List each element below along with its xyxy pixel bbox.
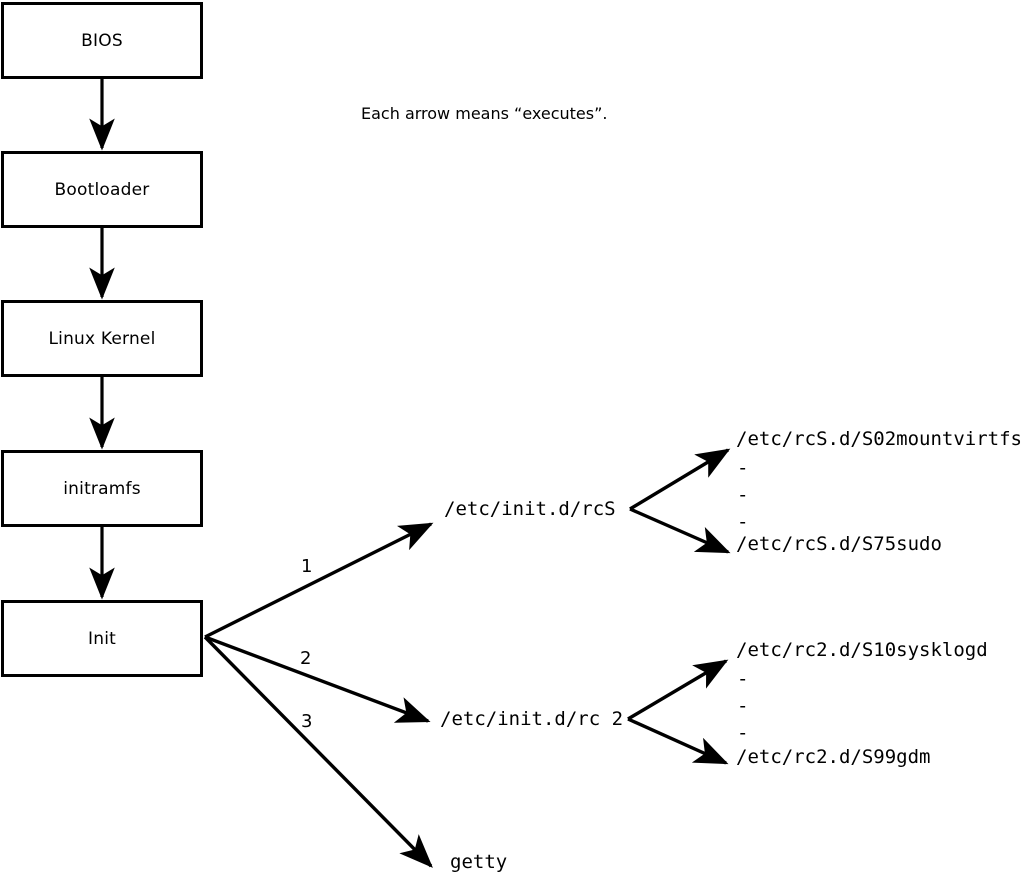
edge-label-2: 2	[300, 648, 312, 669]
edge-label-3: 3	[301, 711, 313, 732]
node-bootloader[interactable]: Bootloader	[1, 151, 203, 228]
node-init-label: Init	[88, 628, 116, 649]
node-linux-kernel-label: Linux Kernel	[48, 328, 156, 349]
label-getty[interactable]: getty	[450, 851, 508, 873]
label-etc-init-d-rc-2[interactable]: /etc/init.d/rc 2	[440, 708, 624, 730]
label-etc-init-d-rcs[interactable]: /etc/init.d/rcS	[444, 498, 616, 520]
label-rcs-d-s02mountvirtfs[interactable]: /etc/rcS.d/S02mountvirtfs	[736, 428, 1022, 450]
ellipsis-dot-rcs-1: -	[737, 457, 749, 479]
ellipsis-dot-rc2-3: -	[737, 722, 749, 744]
node-bios-label: BIOS	[81, 30, 123, 51]
label-rcs-d-s75sudo[interactable]: /etc/rcS.d/S75sudo	[736, 533, 942, 555]
node-linux-kernel[interactable]: Linux Kernel	[1, 300, 203, 377]
arrow-init-to-rc2	[204, 635, 431, 723]
label-rc2-d-s99gdm[interactable]: /etc/rc2.d/S99gdm	[736, 746, 931, 768]
ellipsis-dot-rc2-1: -	[737, 668, 749, 690]
arrow-init-to-getty	[203, 635, 433, 868]
node-init[interactable]: Init	[1, 600, 203, 677]
arrow-rc2-to-first	[627, 659, 729, 721]
node-bios[interactable]: BIOS	[1, 2, 203, 79]
arrow-rcs-to-last	[629, 507, 731, 554]
ellipsis-dot-rc2-2: -	[737, 695, 749, 717]
ellipsis-dot-rcs-2: -	[737, 484, 749, 506]
legend-note: Each arrow means “executes”.	[361, 104, 608, 123]
arrow-rcs-to-first	[629, 448, 731, 511]
node-bootloader-label: Bootloader	[54, 179, 150, 200]
ellipsis-dot-rcs-3: -	[737, 511, 749, 533]
arrow-init-to-rcs	[204, 522, 434, 639]
node-initramfs[interactable]: initramfs	[1, 450, 203, 527]
arrow-rc2-to-last	[627, 717, 729, 765]
edge-label-1: 1	[301, 556, 313, 577]
node-initramfs-label: initramfs	[63, 478, 141, 499]
label-rc2-d-s10sysklogd[interactable]: /etc/rc2.d/S10sysklogd	[736, 639, 988, 661]
